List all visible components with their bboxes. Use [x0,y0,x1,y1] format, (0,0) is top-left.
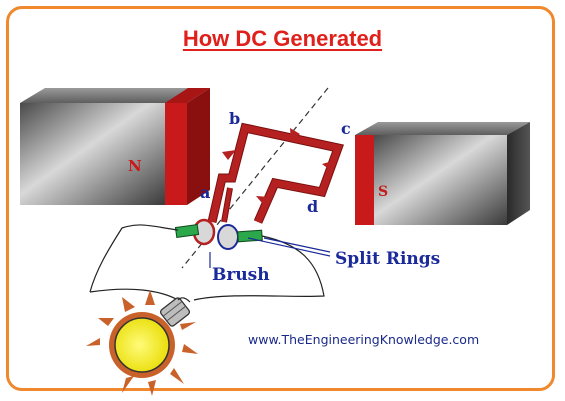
coil-label-b: b [229,109,240,128]
callout-lines [209,237,331,268]
north-pole-label: N [128,157,142,175]
north-magnet: N [20,88,210,205]
brush-label: Brush [212,265,270,285]
coil-label-a: a [200,183,210,202]
website-watermark: www.TheEngineeringKnowledge.com [248,332,480,347]
light-bulb [86,290,198,396]
south-magnet: S [355,122,530,225]
coil-label-d: d [307,197,318,216]
split-rings [192,218,239,250]
coil-label-c: c [341,119,351,138]
current-arrows [222,128,336,203]
page-title: How DC Generated [182,26,383,51]
south-pole-label: S [378,184,388,200]
split-rings-label: Split Rings [335,249,440,269]
brushes [174,223,263,243]
